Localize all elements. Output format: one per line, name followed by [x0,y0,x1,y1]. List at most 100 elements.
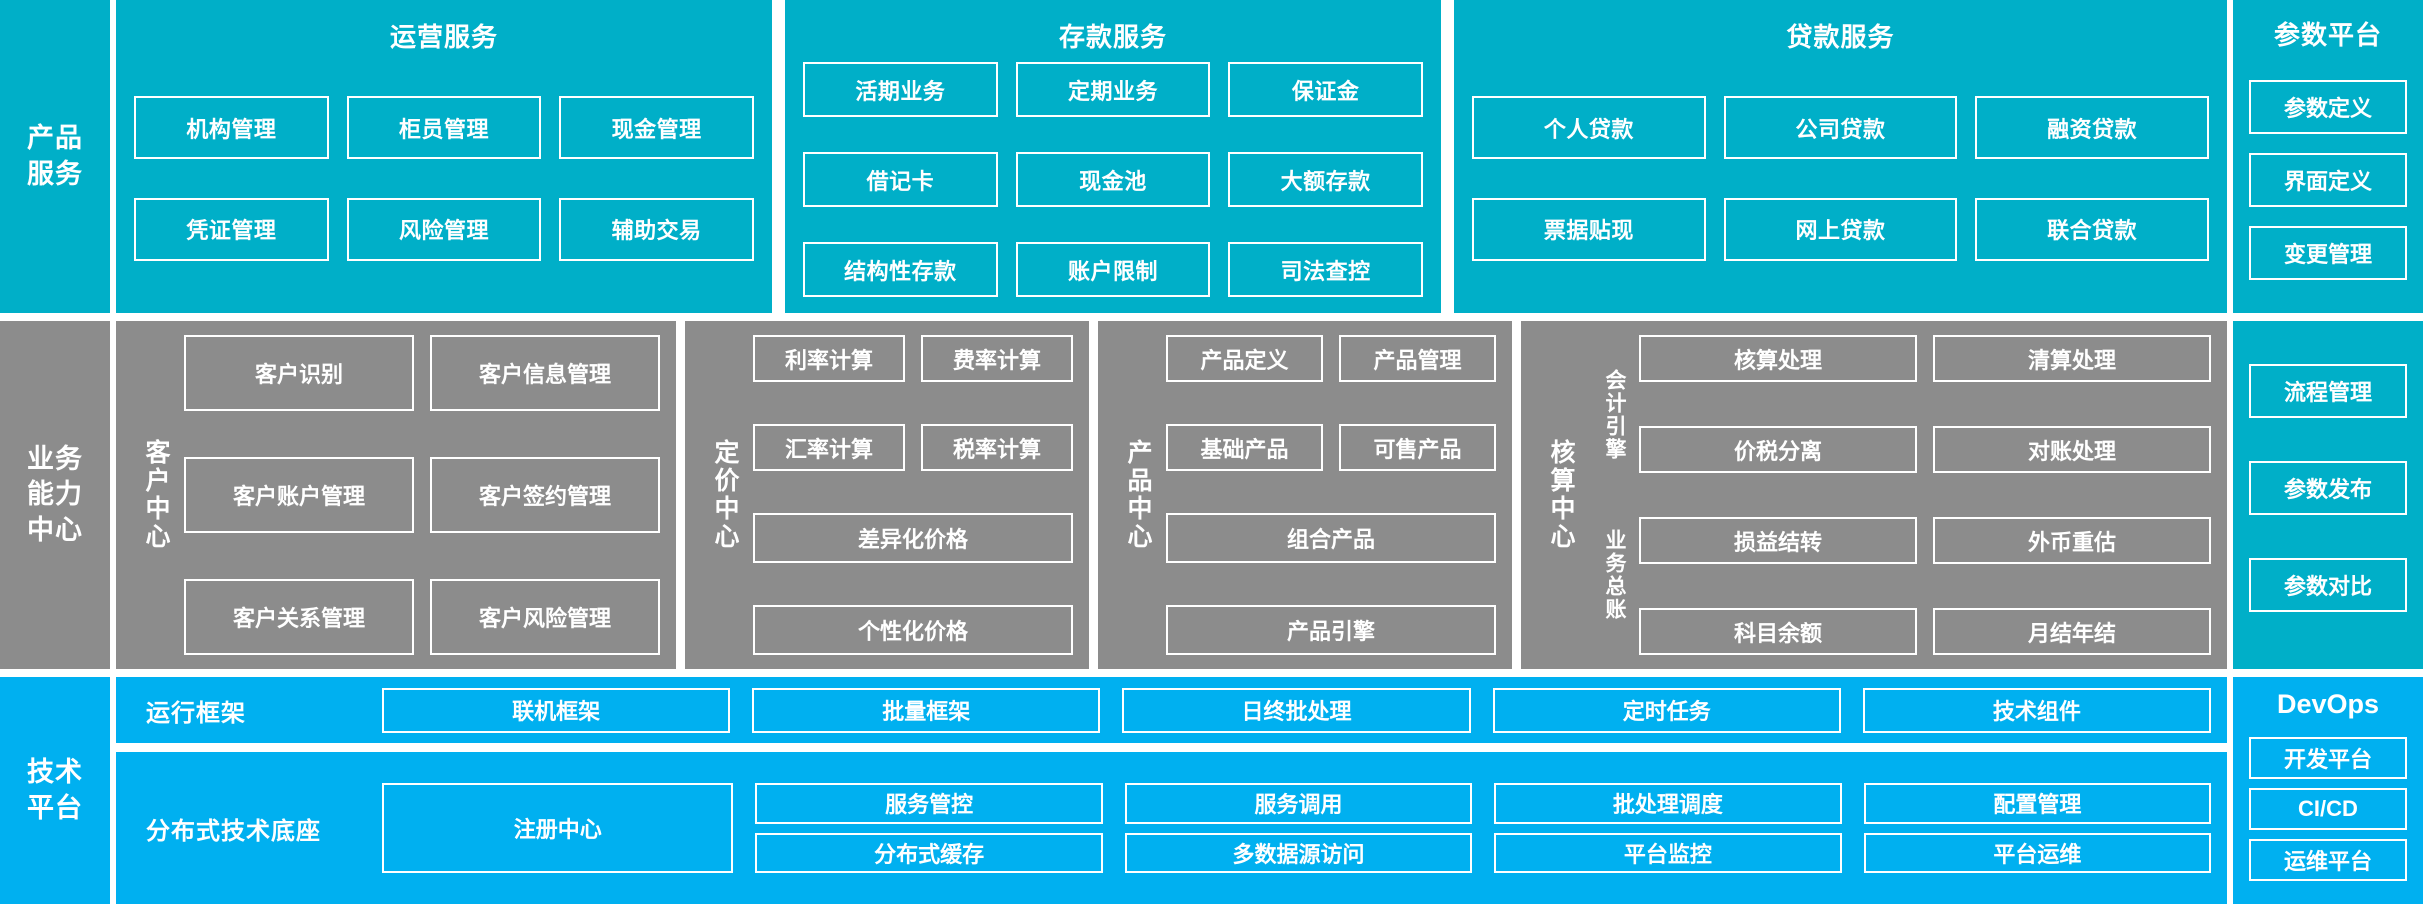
param-cell-parameter-comparison[interactable]: 参数对比 [2249,558,2407,612]
cell-settlement-processing[interactable]: 清算处理 [1933,335,2211,382]
param-cell-parameter-definition[interactable]: 参数定义 [2249,80,2407,134]
cell-account-balance[interactable]: 科目余额 [1639,608,1917,655]
center-customer-body: 客户识别 客户信息管理 客户账户管理 客户签约管理 客户关系管理 客户风险管理 [184,335,660,655]
cell-customer-identification[interactable]: 客户识别 [184,335,414,411]
product-row-4: 产品引擎 [1166,605,1496,655]
cell-platform-operations[interactable]: 平台运维 [1863,832,2212,873]
cell-risk-management[interactable]: 风险管理 [346,197,542,261]
accounting-row-1: 核算处理 清算处理 [1639,335,2211,382]
devops-cell-ci-cd[interactable]: CI/CD [2249,788,2407,830]
cell-tax-rate-calculation[interactable]: 税率计算 [921,424,1073,471]
cell-personal-loan[interactable]: 个人贷款 [1472,96,1706,160]
rail-business-capability: 业务能力中心 [0,321,110,669]
cell-judicial-control[interactable]: 司法查控 [1228,242,1424,297]
rail-technical-platform: 技术平台 [0,677,110,904]
cell-voucher-management[interactable]: 凭证管理 [134,197,329,261]
cell-interest-rate-calculation[interactable]: 利率计算 [753,335,905,382]
cell-basic-product[interactable]: 基础产品 [1166,424,1323,471]
center-accounting: 核算中心 会计引擎 业务总账 核算处理 清算处理 价税分离 对账处理 损益结 [1521,321,2227,669]
cell-cash-pool[interactable]: 现金池 [1015,152,1211,207]
cell-customer-contract-management[interactable]: 客户签约管理 [430,457,660,533]
loan-service-row-1: 个人贷款 公司贷款 融资贷款 [1472,96,2210,160]
cell-online-loan[interactable]: 网上贷款 [1723,197,1958,261]
cell-batch-framework[interactable]: 批量框架 [752,687,1101,733]
cell-profit-loss-carryover[interactable]: 损益结转 [1639,517,1917,564]
cell-fee-rate-calculation[interactable]: 费率计算 [921,335,1073,382]
cell-auxiliary-transaction[interactable]: 辅助交易 [559,197,755,261]
cell-customer-info-management[interactable]: 客户信息管理 [430,335,660,411]
cell-financing-loan[interactable]: 融资贷款 [1975,96,2210,160]
center-accounting-label: 核算中心 [1547,439,1575,551]
cell-scheduled-task[interactable]: 定时任务 [1492,687,1841,733]
cell-personalized-price[interactable]: 个性化价格 [753,605,1073,655]
cell-syndicated-loan[interactable]: 联合贷款 [1975,197,2210,261]
cell-product-definition[interactable]: 产品定义 [1166,335,1323,382]
cell-account-restriction[interactable]: 账户限制 [1015,242,1211,297]
cell-time-deposit[interactable]: 定期业务 [1015,62,1211,117]
cell-batch-scheduling[interactable]: 批处理调度 [1494,783,1842,824]
param-cell-parameter-release[interactable]: 参数发布 [2249,461,2407,515]
deposit-service-row-3: 结构性存款 账户限制 司法查控 [803,242,1424,297]
cell-composite-product[interactable]: 组合产品 [1166,513,1496,563]
param-cell-process-management[interactable]: 流程管理 [2249,364,2407,418]
cell-product-management[interactable]: 产品管理 [1339,335,1496,382]
cell-institution-management[interactable]: 机构管理 [134,96,329,160]
cell-accounting-processing[interactable]: 核算处理 [1639,335,1917,382]
param-cell-change-management[interactable]: 变更管理 [2249,226,2407,280]
center-product: 产品中心 产品定义 产品管理 基础产品 可售产品 组合产品 产品引擎 [1098,321,1512,669]
cell-reconciliation-processing[interactable]: 对账处理 [1933,426,2211,473]
deposit-service-row-2: 借记卡 现金池 大额存款 [803,152,1424,207]
cell-end-of-day-batch[interactable]: 日终批处理 [1122,687,1471,733]
center-pricing-body: 利率计算 费率计算 汇率计算 税率计算 差异化价格 个性化价格 [753,335,1073,655]
param-cell-interface-definition[interactable]: 界面定义 [2249,153,2407,207]
cell-large-deposit[interactable]: 大额存款 [1228,152,1424,207]
group-loan-service: 贷款服务 个人贷款 公司贷款 融资贷款 票据贴现 网上贷款 联合贷款 [1454,0,2227,313]
parameter-platform-items-top: 参数定义 界面定义 变更管理 [2249,61,2407,299]
cell-foreign-currency-revaluation[interactable]: 外币重估 [1933,517,2211,564]
cell-teller-management[interactable]: 柜员管理 [346,96,542,160]
customer-row-2: 客户账户管理 客户签约管理 [184,457,660,533]
pricing-row-3: 差异化价格 [753,513,1073,563]
cell-differentiated-price[interactable]: 差异化价格 [753,513,1073,563]
cell-margin-deposit[interactable]: 保证金 [1228,62,1424,117]
column-parameter-platform-lower: 流程管理 参数发布 参数对比 [2233,321,2423,669]
cell-bill-discount[interactable]: 票据贴现 [1472,197,1706,261]
center-product-body: 产品定义 产品管理 基础产品 可售产品 组合产品 产品引擎 [1166,335,1496,655]
group-loan-service-rows: 个人贷款 公司贷款 融资贷款 票据贴现 网上贷款 联合贷款 [1472,58,2210,299]
cell-service-governance[interactable]: 服务管控 [755,783,1103,824]
cell-corporate-loan[interactable]: 公司贷款 [1723,96,1958,160]
cell-customer-account-management[interactable]: 客户账户管理 [184,457,414,533]
cell-platform-monitoring[interactable]: 平台监控 [1494,832,1842,873]
cell-configuration-management[interactable]: 配置管理 [1863,783,2212,824]
cell-online-framework[interactable]: 联机框架 [382,687,731,733]
devops-cell-development-platform[interactable]: 开发平台 [2249,737,2407,779]
stack-service-invocation: 服务调用 多数据源访问 [1124,783,1473,873]
center-accounting-body: 核算处理 清算处理 价税分离 对账处理 损益结转 外币重估 科目余额 月结年结 [1639,335,2211,655]
cell-exchange-rate-calculation[interactable]: 汇率计算 [753,424,905,471]
cell-demand-deposit[interactable]: 活期业务 [803,62,998,117]
cell-service-invocation[interactable]: 服务调用 [1124,783,1473,824]
sublabel-accounting-engine: 会计引擎 [1603,369,1626,461]
cell-multi-datasource-access[interactable]: 多数据源访问 [1124,832,1473,873]
cell-customer-risk-management[interactable]: 客户风险管理 [430,579,660,655]
cell-structured-deposit[interactable]: 结构性存款 [803,242,998,297]
cell-sellable-product[interactable]: 可售产品 [1339,424,1496,471]
cell-month-year-end-closing[interactable]: 月结年结 [1933,608,2211,655]
cell-distributed-cache[interactable]: 分布式缓存 [755,832,1103,873]
cell-cash-management[interactable]: 现金管理 [559,96,755,160]
customer-row-1: 客户识别 客户信息管理 [184,335,660,411]
devops-title: DevOps [2276,689,2380,719]
cell-product-engine[interactable]: 产品引擎 [1166,605,1496,655]
stack-config-management: 配置管理 平台运维 [1863,783,2212,873]
layer-technical-platform: 技术平台 运行框架 联机框架 批量框架 日终批处理 定时任务 技术组件 分布式技… [0,677,2423,904]
cell-technical-component[interactable]: 技术组件 [1862,687,2212,733]
devops-cell-operations-platform[interactable]: 运维平台 [2249,839,2407,881]
row-runtime-framework: 运行框架 联机框架 批量框架 日终批处理 定时任务 技术组件 [116,677,2227,743]
cell-customer-relationship-management[interactable]: 客户关系管理 [184,579,414,655]
pricing-row-1: 利率计算 费率计算 [753,335,1073,382]
cell-registry-center[interactable]: 注册中心 [382,783,734,873]
cell-price-tax-separation[interactable]: 价税分离 [1639,426,1917,473]
stack-service-governance: 服务管控 分布式缓存 [755,783,1103,873]
column-devops: DevOps 开发平台 CI/CD 运维平台 [2233,677,2423,904]
cell-debit-card[interactable]: 借记卡 [803,152,998,207]
